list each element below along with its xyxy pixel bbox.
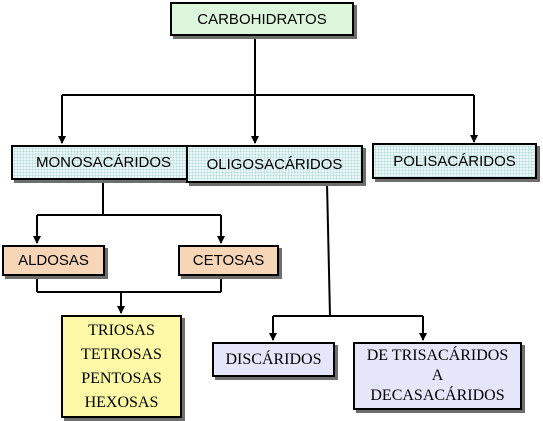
node-monosacaridos: MONOSACÁRIDOS	[11, 145, 196, 180]
node-polisacaridos-label: POLISACÁRIDOS	[393, 152, 516, 170]
tipo-pentosas: PENTOSAS	[81, 369, 162, 387]
node-tipos-monosacaridos: TRIOSAS TETROSAS PENTOSAS HEXOSAS	[61, 315, 182, 418]
node-discaridos: DISCÁRIDOS	[212, 342, 335, 377]
node-cetosas-label: CETOSAS	[192, 252, 265, 269]
connector-oligo-stem	[326, 182, 331, 317]
node-discaridos-label: DISCÁRIDOS	[225, 350, 322, 368]
trisacaridos-line-2: A	[431, 367, 444, 384]
node-cetosas: CETOSAS	[178, 245, 279, 276]
node-polisacaridos: POLISACÁRIDOS	[372, 143, 537, 179]
node-aldosas: ALDOSAS	[2, 245, 105, 276]
node-monosacaridos-label: MONOSACÁRIDOS	[35, 154, 171, 171]
trisacaridos-line-1: DE TRISACÁRIDOS	[366, 347, 509, 364]
node-aldosas-label: ALDOSAS	[18, 252, 89, 269]
trisacaridos-line-3: DECASACÁRIDOS	[370, 387, 505, 404]
tipo-hexosas: HEXOSAS	[84, 393, 159, 411]
tipo-tetrosas: TETROSAS	[81, 345, 162, 363]
node-carbohidratos: CARBOHIDRATOS	[170, 2, 354, 36]
node-trisacaridos: DE TRISACÁRIDOS A DECASACÁRIDOS	[353, 342, 522, 410]
node-carbohidratos-label: CARBOHIDRATOS	[197, 10, 327, 28]
tipo-triosas: TRIOSAS	[88, 321, 155, 339]
node-oligosacaridos-label: OLIGOSACÁRIDOS	[206, 155, 343, 173]
node-oligosacaridos: OLIGOSACÁRIDOS	[186, 145, 363, 183]
